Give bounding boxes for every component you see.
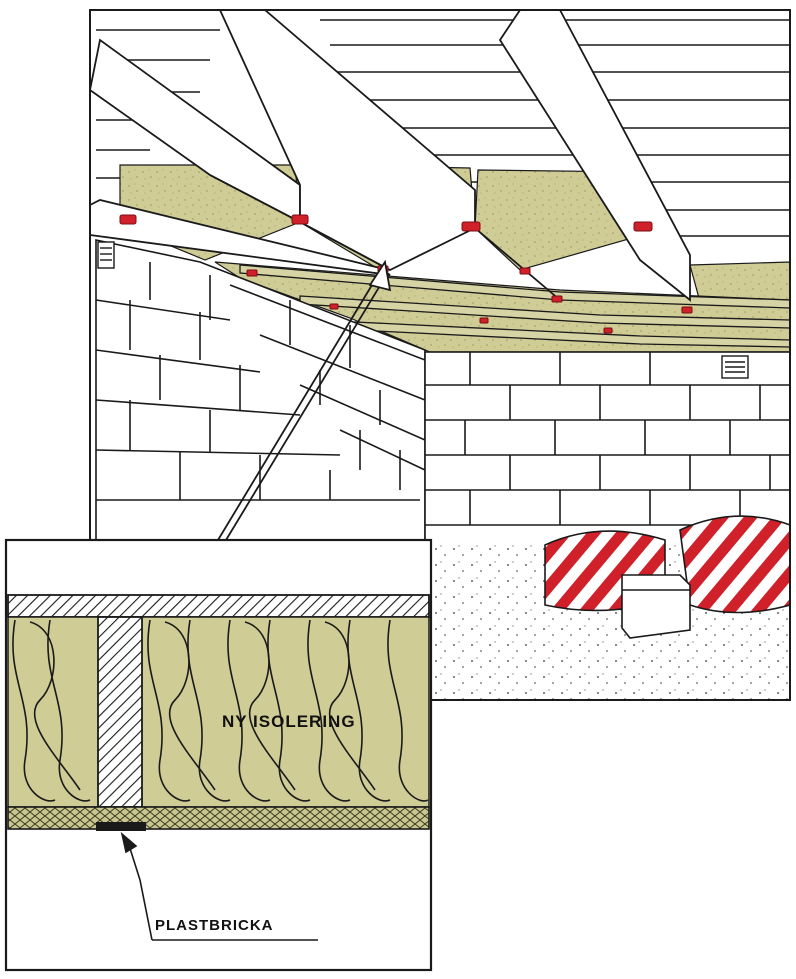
washer-5 — [246, 269, 258, 277]
washer-12 — [603, 327, 613, 334]
vent-left — [97, 241, 115, 269]
detail-inset — [4, 538, 433, 972]
back-brick-wall — [424, 351, 790, 543]
washer-2 — [291, 214, 309, 225]
washer-9 — [681, 306, 693, 314]
new-insulation-layer — [7, 616, 430, 808]
washer-pointer — [120, 831, 318, 941]
new-insulation-label: NY ISOLERING — [222, 712, 356, 731]
floorboard-section — [7, 594, 430, 618]
insulation-packages — [544, 515, 790, 639]
washer-1 — [119, 214, 137, 225]
detail-pointer-arrow — [214, 259, 392, 546]
joist-section — [97, 616, 143, 808]
plastic-washer-section — [96, 822, 146, 831]
vent-back — [721, 355, 749, 379]
washer-3 — [461, 221, 481, 232]
mesh-layer — [7, 806, 430, 830]
washer-11 — [479, 317, 489, 324]
insulation-fibre-loops — [12, 619, 429, 802]
washer-4 — [633, 221, 653, 232]
package-right — [679, 515, 790, 614]
left-brick-wall — [95, 239, 426, 541]
main-scene-frame — [89, 9, 791, 701]
open-box — [621, 574, 691, 639]
joist-2 — [219, 10, 476, 272]
insulation-bay-4 — [689, 261, 790, 303]
washer-8 — [551, 295, 563, 303]
washer-7 — [519, 267, 531, 275]
washer-10 — [329, 303, 339, 310]
plastic-washer-label: PLASTBRICKA — [155, 917, 274, 934]
